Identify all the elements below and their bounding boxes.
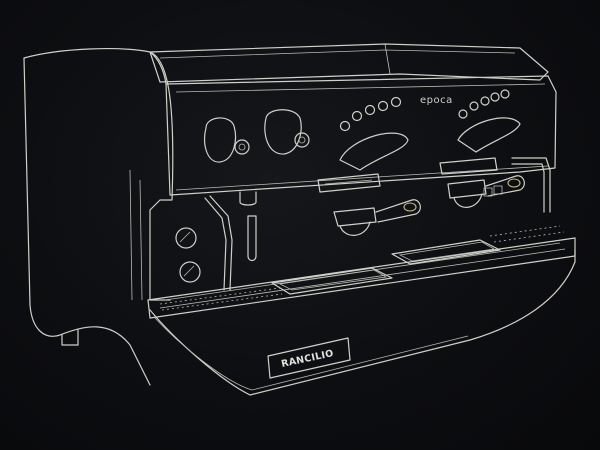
lower-front-panel (149, 209, 576, 396)
drip-tray (147, 225, 576, 319)
left-cup-grate (271, 267, 393, 295)
pressure-gauge-bottom (179, 261, 201, 283)
control-buttons-right (458, 89, 510, 119)
portafilter-right (447, 175, 525, 208)
steam-knob-left (203, 117, 250, 163)
steam-knob-right (264, 109, 310, 155)
hot-water-tube (247, 215, 257, 262)
group-head-right (439, 117, 521, 175)
group-head-left (317, 132, 409, 193)
right-side-switches (483, 185, 503, 197)
right-cup-grate (391, 239, 501, 265)
pressure-gauge-top (175, 227, 197, 249)
control-buttons-left (339, 96, 402, 132)
top-cup-tray (149, 43, 549, 83)
steam-wand-left (204, 191, 257, 291)
machine-body (23, 48, 557, 386)
steam-wand-right (511, 157, 551, 213)
brand-badge: RANCILIO (267, 337, 351, 379)
portafilter-left (333, 199, 421, 236)
model-label: epoca (420, 95, 453, 106)
